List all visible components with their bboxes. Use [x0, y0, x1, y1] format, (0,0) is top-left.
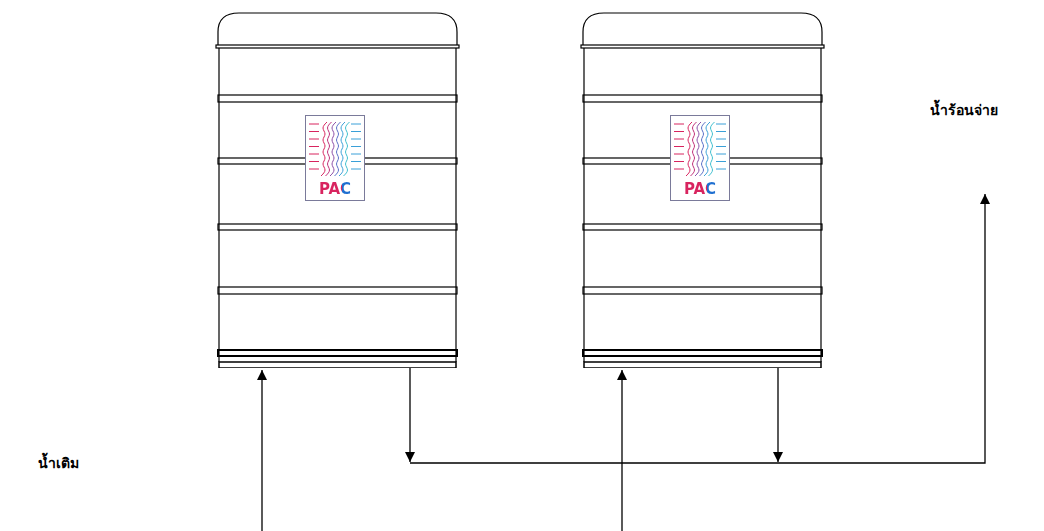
logo-wave: [704, 122, 710, 176]
logo-arrow: [716, 124, 726, 125]
tank-band: [583, 287, 822, 294]
logo-wave: [335, 122, 341, 176]
logo-arrow: [716, 161, 726, 162]
logo-wave: [339, 122, 345, 176]
logo-arrow: [716, 154, 726, 155]
logo-arrow: [309, 146, 319, 147]
tank-dome: [583, 13, 822, 45]
logo-arrow: [351, 169, 361, 170]
logo-graphic: [306, 116, 366, 180]
inlet-pipe: [621, 370, 622, 531]
logo-arrow: [309, 124, 319, 125]
logo-wave: [321, 122, 327, 176]
logo-arrow: [309, 169, 319, 170]
flow-label: น้ำร้อนจ่าย: [930, 99, 998, 121]
tank-band: [583, 95, 822, 102]
logo-wave: [695, 122, 701, 176]
outlet-pipe: [409, 368, 410, 462]
logo-arrow: [351, 131, 361, 132]
storage-tank: PAC: [215, 12, 460, 368]
tank-wall: [584, 48, 821, 362]
logo-graphic: [671, 116, 731, 180]
outlet-pipe: [777, 368, 778, 462]
logo-arrow: [674, 161, 684, 162]
logo-arrow: [716, 169, 726, 170]
tank-base: [219, 362, 456, 368]
logo-arrow: [309, 161, 319, 162]
tank-band: [583, 350, 822, 356]
logo-arrow: [674, 169, 684, 170]
logo-arrow: [351, 139, 361, 140]
logo-wave: [700, 122, 706, 176]
tank-rim: [216, 45, 459, 48]
inlet-pipe: [261, 370, 262, 531]
supply-header: [410, 194, 985, 463]
tank-band: [218, 350, 457, 356]
flow-label: น้ำเติม: [38, 452, 79, 474]
tank-rim: [581, 45, 824, 48]
logo-text: PAC: [306, 180, 364, 198]
logo-arrow: [716, 131, 726, 132]
tank-base: [584, 362, 821, 368]
logo-arrow: [351, 146, 361, 147]
logo-wave: [326, 122, 332, 176]
logo-arrow: [351, 154, 361, 155]
storage-tank: PAC: [580, 12, 825, 368]
tank-band: [218, 287, 457, 294]
logo-wave: [686, 122, 692, 176]
logo-wave: [330, 122, 336, 176]
tank-band: [218, 95, 457, 102]
logo-wave: [709, 122, 715, 176]
logo-arrow: [309, 154, 319, 155]
logo-arrow: [674, 139, 684, 140]
logo-arrow: [351, 161, 361, 162]
logo-arrow: [674, 154, 684, 155]
logo-text: PAC: [671, 180, 729, 198]
logo-arrow: [351, 124, 361, 125]
tank-dome: [218, 13, 457, 45]
logo-arrow: [716, 139, 726, 140]
logo-arrow: [674, 124, 684, 125]
logo-arrow: [674, 146, 684, 147]
logo-arrow: [716, 146, 726, 147]
logo-arrow: [309, 131, 319, 132]
tank-band: [218, 224, 457, 230]
logo-badge: PAC: [305, 115, 365, 201]
tank-wall: [219, 48, 456, 362]
logo-wave: [344, 122, 350, 176]
logo-arrow: [674, 131, 684, 132]
logo-arrow: [309, 139, 319, 140]
logo-wave: [691, 122, 697, 176]
tank-band: [583, 224, 822, 230]
logo-badge: PAC: [670, 115, 730, 201]
